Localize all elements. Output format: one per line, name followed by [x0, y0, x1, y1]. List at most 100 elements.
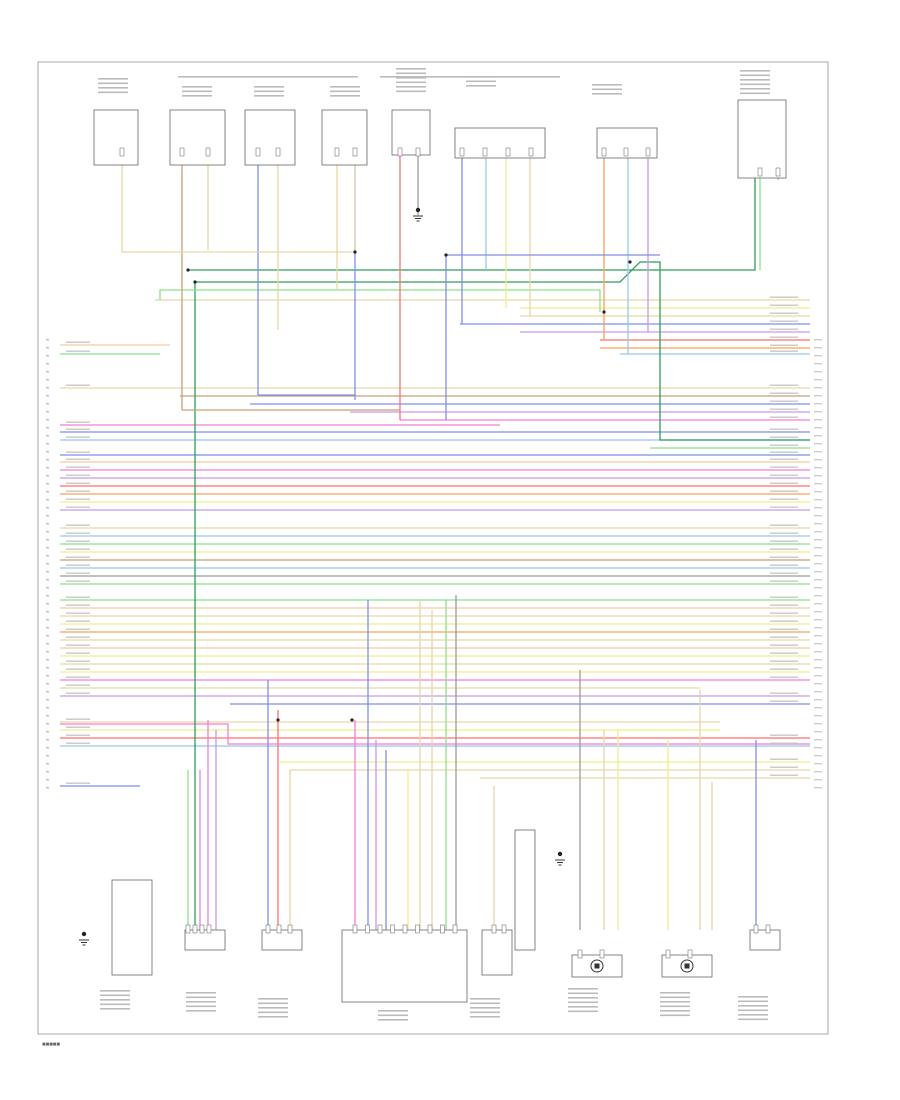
wire-code-label	[66, 384, 90, 386]
component-label	[378, 1010, 408, 1012]
side-tick-label	[814, 467, 822, 469]
side-tick-label	[46, 363, 49, 365]
side-tick-label	[46, 435, 49, 437]
wire-code-label	[66, 532, 90, 534]
connector-icon	[645, 147, 651, 157]
component-label	[738, 1000, 768, 1003]
component-label	[396, 77, 426, 79]
component-label	[186, 996, 216, 999]
connector-icon	[192, 924, 198, 934]
splice-dot	[350, 718, 354, 722]
component-label	[568, 997, 598, 999]
side-tick-label	[46, 443, 49, 445]
component-label	[100, 1008, 130, 1010]
bus-wire	[195, 261, 810, 441]
wire-code-label	[66, 742, 90, 744]
side-tick-label	[814, 707, 822, 709]
wire-code-label	[770, 556, 798, 558]
side-tick-label	[46, 587, 49, 589]
side-tick-label	[814, 627, 822, 629]
wire-code-label	[66, 572, 90, 574]
component-label	[470, 1016, 500, 1018]
component-label	[254, 90, 284, 93]
side-tick-label	[814, 555, 822, 557]
side-tick-label	[46, 483, 49, 485]
side-tick-label	[814, 371, 822, 373]
component-label	[98, 78, 128, 80]
component-label	[740, 79, 770, 81]
connector-icon	[757, 167, 763, 177]
wire-code-label	[770, 490, 798, 492]
component-label	[258, 998, 288, 1000]
component-label	[568, 988, 598, 990]
component-label	[186, 1005, 216, 1008]
side-tick-label	[46, 779, 49, 781]
component-label	[592, 88, 622, 91]
side-tick-label	[814, 475, 822, 477]
wire-code-label	[66, 451, 90, 453]
wire-code-label	[770, 458, 798, 460]
component-label	[258, 1002, 288, 1005]
connector-icon	[577, 949, 583, 959]
wire-code-label	[770, 742, 798, 744]
wire-code-label	[770, 466, 798, 468]
wire-code-label	[770, 296, 798, 298]
component-label	[396, 81, 426, 84]
side-tick-label	[46, 635, 49, 637]
splice-dot	[444, 253, 448, 257]
connector-icon	[365, 924, 370, 934]
wire-code-label	[66, 436, 90, 438]
component-layer	[46, 68, 822, 1021]
side-tick-label	[814, 611, 822, 613]
side-tick-label	[814, 339, 822, 341]
connector-icon	[623, 147, 629, 157]
wire-code-label	[66, 652, 90, 654]
component-label	[740, 88, 770, 90]
component-label	[100, 1003, 130, 1006]
wire-code-label	[770, 758, 798, 760]
wire-code-label	[66, 644, 90, 646]
splice-dot	[193, 280, 197, 284]
wire-code-label	[66, 734, 90, 736]
connector-icon	[687, 949, 693, 959]
splice-dot	[353, 250, 357, 254]
wire-code-label	[770, 482, 798, 484]
side-tick-label	[46, 683, 49, 685]
wire-code-label	[66, 668, 90, 670]
component-box	[321, 109, 368, 166]
connector-icon	[334, 147, 340, 157]
wire-code-label	[66, 718, 90, 720]
side-tick-label	[46, 763, 49, 765]
wire-code-label	[66, 612, 90, 614]
connector-icon	[528, 147, 534, 157]
side-tick-label	[814, 771, 822, 773]
wire-code-label	[770, 628, 798, 630]
motor-icon	[594, 963, 600, 969]
side-tick-label	[814, 659, 822, 661]
side-tick-label	[46, 699, 49, 701]
wire-code-label	[66, 421, 90, 423]
wire-code-label	[770, 436, 798, 438]
wire-code-label	[770, 320, 798, 322]
side-tick-label	[46, 707, 49, 709]
connector-icon	[185, 924, 191, 934]
wire-code-label	[770, 392, 798, 394]
side-tick-label	[46, 371, 49, 373]
component-label	[740, 74, 770, 77]
side-tick-label	[46, 451, 49, 453]
side-tick-label	[46, 547, 49, 549]
wire-code-label	[770, 540, 798, 542]
connector-icon	[119, 147, 125, 157]
side-tick-label	[46, 675, 49, 677]
side-tick-label	[814, 355, 822, 357]
wire-code-label	[66, 628, 90, 630]
side-tick-label	[46, 611, 49, 613]
drop-wire	[188, 178, 756, 271]
side-tick-label	[46, 347, 49, 349]
component-label	[466, 85, 496, 87]
side-tick-label	[46, 419, 49, 421]
wire-code-label	[770, 548, 798, 550]
wire-code-label	[770, 408, 798, 410]
diagram-code: ■■■■■	[42, 1041, 60, 1048]
component-label	[660, 1005, 690, 1008]
